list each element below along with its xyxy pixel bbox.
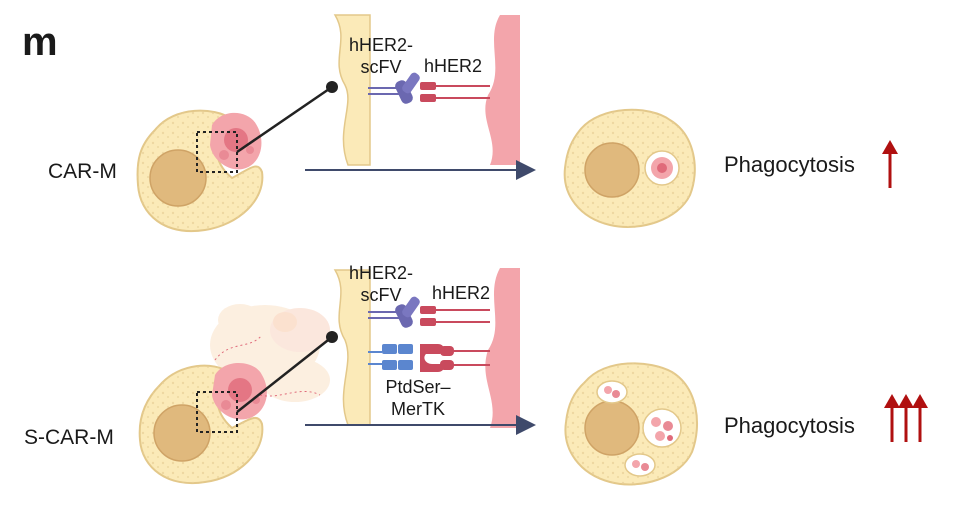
car-m-zoom-detail — [333, 14, 520, 166]
s-car-m-zoom-detail — [333, 268, 520, 428]
s-car-m-target-label: hHER2 — [432, 283, 491, 303]
s-car-m-ptdser-ligand — [420, 344, 490, 372]
panel-letter: m — [22, 20, 58, 64]
s-car-m-outcome: Phagocytosis — [724, 413, 855, 438]
car-m-her2-target — [420, 82, 490, 102]
s-car-m-mertk-receptor — [368, 344, 413, 370]
s-car-m-her2-target — [420, 306, 490, 326]
car-m-increase-arrows — [882, 140, 898, 188]
car-m-zoom-line — [236, 85, 333, 154]
s-car-m-tumor-cell — [212, 334, 321, 420]
car-m-target-label: hHER2 — [424, 56, 483, 76]
s-car-m-increase-arrows — [884, 394, 928, 442]
car-m-result-macrophage — [563, 108, 696, 228]
s-car-m-result-macrophage — [564, 362, 699, 486]
car-m-receptor-label: hHER2- scFV — [346, 34, 416, 78]
car-m-scfv-receptor — [368, 72, 420, 104]
s-car-m-zoom-line — [236, 336, 333, 413]
s-car-m-phagosome-1 — [596, 380, 628, 404]
s-car-m-extra-label: PtdSer– MerTK — [378, 376, 458, 420]
car-m-macrophage — [136, 109, 264, 232]
s-car-m-extra-label-line2: MerTK — [391, 399, 445, 419]
s-car-m-receptor-label-line1: hHER2- — [348, 263, 414, 283]
s-car-m-phagosome-2 — [642, 408, 682, 448]
row-label-car-m: CAR-M — [48, 160, 117, 183]
s-car-m-extra-label-line1: PtdSer– — [385, 377, 451, 397]
car-m-receptor-label-line2: scFV — [360, 57, 402, 77]
s-car-m-receptor-label: hHER2- scFV — [346, 262, 416, 306]
s-car-m-phagosome-3 — [624, 453, 656, 477]
car-m-receptor-label-line1: hHER2- — [348, 35, 414, 55]
s-car-m-scfv-receptor — [368, 296, 420, 328]
car-m-outcome: Phagocytosis — [724, 152, 855, 177]
s-car-m-receptor-label-line2: scFV — [360, 285, 402, 305]
car-m-nucleus — [149, 149, 207, 207]
row-label-s-car-m: S-CAR-M — [24, 426, 114, 449]
